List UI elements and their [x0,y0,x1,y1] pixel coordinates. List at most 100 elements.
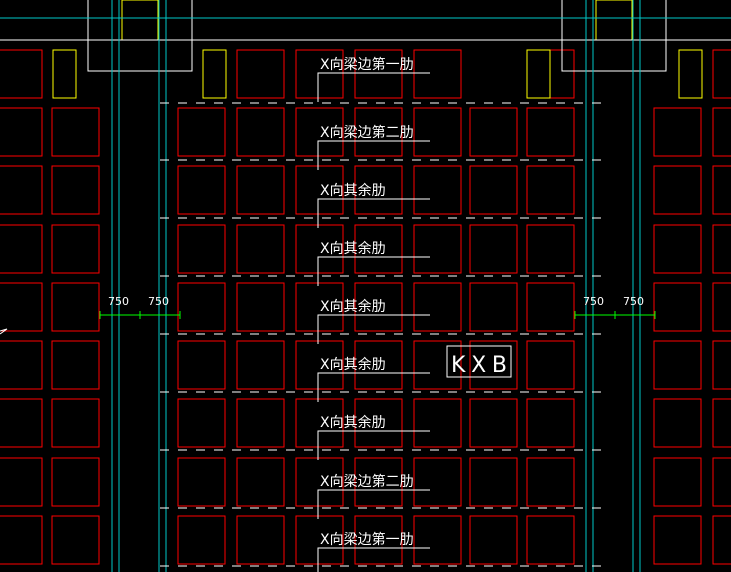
slab-cell [413,107,462,157]
slab-cell [354,398,403,448]
slab-cell [51,224,100,274]
slab-cell [177,165,226,215]
slab-cell [236,107,285,157]
slab-cell [354,457,403,507]
slab-cell [0,107,43,157]
rib-label-2: X向梁边第二肋 [320,124,414,141]
slab-cell [712,165,731,215]
rib-label-leader [317,489,430,519]
rib-label-9: X向梁边第一肋 [320,531,414,548]
cursor-arrow-icon [0,328,8,335]
rib-label-5: X向其余肋 [320,298,386,315]
boundary-outlines [0,0,731,72]
slab-cell [526,515,575,565]
dimension-text-left-1: 750 [108,295,129,308]
slab-cell [236,165,285,215]
slab-cell [177,107,226,157]
slab-cell [51,340,100,390]
slab-cell [653,340,702,390]
slab-cell [653,224,702,274]
slab-cell [51,107,100,157]
slab-cell [469,398,518,448]
column-cell [202,49,227,99]
slab-cell [653,457,702,507]
rib-label-6: X向其余肋 [320,356,386,373]
slab-cell [295,515,344,565]
slab-cell [469,340,518,390]
slab-cell [0,224,43,274]
slab-cell [295,107,344,157]
slab-cell [0,165,43,215]
slab-cell [413,457,462,507]
rib-label-leader [317,430,430,460]
slab-cell [469,457,518,507]
slab-cell [354,224,403,274]
slab-cell [0,457,43,507]
slab-cell [177,515,226,565]
slab-cell [712,457,731,507]
kxb-tag-frame [446,345,512,378]
slab-cell [354,340,403,390]
slab-cell [413,224,462,274]
slab-cell [413,340,462,390]
slab-cell [712,49,731,99]
slab-cell [295,398,344,448]
dimension-text-right-1: 750 [583,295,604,308]
dimension-text-left-2: 750 [148,295,169,308]
slab-cell [712,107,731,157]
rib-label-leader [317,198,430,228]
kxb-tag-text: KXB [451,353,507,378]
rib-label-3: X向其余肋 [320,182,386,199]
slab-cell [295,340,344,390]
rib-label-leaders [317,72,430,572]
slab-cell [295,282,344,332]
slab-cell [295,224,344,274]
slab-cell [526,340,575,390]
slab-cell [177,224,226,274]
slab-cell [469,224,518,274]
dimension-annotations: 750 750 750 750 [99,295,656,319]
slab-cell [0,340,43,390]
slab-cell [653,398,702,448]
slab-cell [712,340,731,390]
slab-cell [51,165,100,215]
slab-cell [413,515,462,565]
slab-cell [354,515,403,565]
slab-cell [51,515,100,565]
slab-cell [0,515,43,565]
slab-cell [653,282,702,332]
slab-cell [526,457,575,507]
slab-cell [526,282,575,332]
slab-cell [177,340,226,390]
slab-cell [469,515,518,565]
slab-cell [51,282,100,332]
slab-cell [236,49,285,99]
slab-cell [295,457,344,507]
slab-cell [295,49,344,99]
rib-label-leader [317,72,430,102]
rib-label-leader [317,140,430,170]
slab-cell [236,282,285,332]
slab-cell [526,107,575,157]
rib-label-leader [317,314,430,344]
slab-cell [469,282,518,332]
dimension-text-right-2: 750 [623,295,644,308]
slab-cell [712,282,731,332]
slab-cell [0,282,43,332]
rib-label-4: X向其余肋 [320,240,386,257]
slab-cell [413,282,462,332]
slab-cell [413,49,462,99]
kxb-tag[interactable]: KXB [446,345,512,378]
rib-label-7: X向其余肋 [320,414,386,431]
slab-cell [295,165,344,215]
slab-cell-grid [0,49,731,565]
slab-cell [177,457,226,507]
column-outline-right [561,0,667,72]
slab-cell [653,515,702,565]
slab-cell [526,224,575,274]
slab-cell [712,515,731,565]
slab-cell [177,398,226,448]
rib-label-1: X向梁边第一肋 [320,56,414,73]
